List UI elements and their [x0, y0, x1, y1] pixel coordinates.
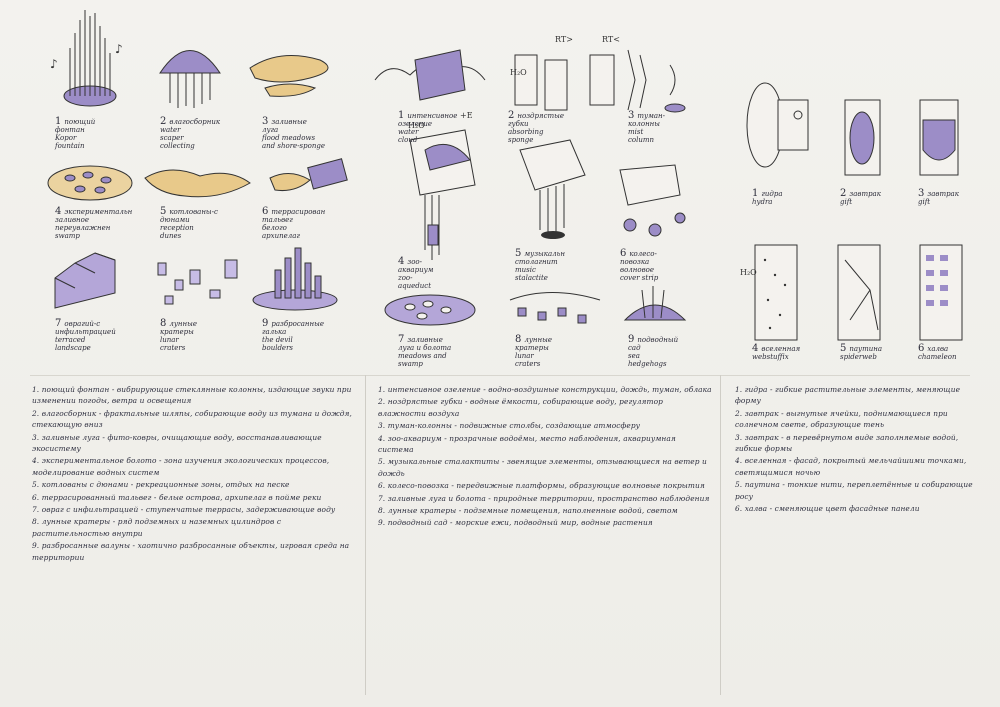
stairs-sketch [54, 252, 116, 309]
water-collector-sketch [159, 50, 221, 108]
note-line: 6. террасированный тальвег - белые остро… [32, 492, 322, 502]
note-line: 5. музыкальные сталактиты - звенящие эле… [378, 457, 707, 478]
gift-2-sketch [919, 99, 959, 176]
stalactite-sketch [519, 139, 586, 239]
note-line: 2. завтрак - выгнутые ячейки, поднимающи… [735, 408, 948, 430]
dunes-sketch [144, 169, 251, 198]
note-line: 5. паутина - тонкие нити, переплетённые … [735, 480, 973, 501]
note-line: 4. зоо-аквариум - прозрачные водоёмы, ме… [378, 433, 676, 455]
panel1-sketches: ♪♪ [47, 10, 348, 311]
column-divider-1 [365, 375, 366, 695]
note-line: 7. овраг с инфильтрацией - ступенчатые т… [32, 505, 336, 515]
note-line: 2. ноздрястые губки - водные ёмкости, со… [378, 397, 663, 418]
note-line: 2. влагосборник - фрактальные шляпы, соб… [32, 408, 352, 430]
section-divider [30, 375, 970, 376]
note-line: 3. завтрак - в перевёрнутом виде заполня… [735, 432, 959, 454]
terrace-sketch [269, 158, 348, 191]
notes-column-1: 1. поющий фонтан - вибрирующие стеклянны… [32, 384, 357, 564]
notes-column-3: 1. гидра - гибкие растительные элементы,… [735, 384, 975, 515]
note-line: 3. заливные луга - фито-ковры, очищающие… [32, 432, 322, 454]
mist-column-sketch [627, 49, 686, 113]
spiderweb-sketch [837, 244, 881, 341]
note-line: 7. заливные луга и болота - природные те… [378, 493, 710, 503]
swamp-disc-sketch [384, 294, 476, 326]
svg-text:H₂O: H₂O [408, 121, 425, 130]
svg-text:♪: ♪ [115, 42, 123, 56]
note-line: 3. туман-колонны - подвижные столбы, соз… [378, 421, 641, 431]
svg-text:+E: +E [460, 111, 473, 120]
flood-meadow-sketch [249, 55, 329, 97]
cloud-sketch [374, 49, 486, 101]
note-line: 4. вселенная - фасад, покрытый мельчайши… [735, 456, 967, 477]
svg-text:RT<: RT< [602, 35, 620, 44]
cart-sketch [619, 164, 686, 237]
note-line: 8. лунные кратеры - подземные помещения,… [378, 506, 678, 516]
panel2-sketches: RT> RT< H₂O H₂O +E [374, 35, 687, 326]
note-line: 9. разбросанные валуны - хаотично разбро… [32, 541, 350, 562]
lunar-craters-2-sketch [509, 292, 601, 324]
svg-text:RT>: RT> [555, 35, 573, 44]
note-line: 1. гидра - гибкие растительные элементы,… [735, 385, 961, 406]
note-line: 8. лунные кратеры - ряд подземных и назе… [32, 517, 282, 538]
svg-text:H₂O: H₂O [510, 68, 527, 77]
note-line: 6. халва - сменяющие цвет фасадные панел… [735, 504, 920, 514]
svg-text:♪: ♪ [50, 57, 58, 71]
fountain-sketch: ♪♪ [50, 10, 123, 107]
note-line: 4. экспериментальное болото - зона изуче… [32, 456, 330, 477]
aquarium-sketch: H₂O +E [408, 111, 476, 260]
gift-sketch [844, 99, 881, 176]
craters-sketch [157, 259, 238, 305]
hydra-sketch [746, 82, 809, 168]
note-line: 9. подводный сад - морские ежи, подводны… [378, 518, 653, 528]
note-line: 5. котлованы с дюнами - рекреационные зо… [32, 480, 290, 490]
chameleon-sketch [919, 244, 963, 341]
panel3-sketches: H₂O [740, 82, 963, 341]
sea-hedgehog-sketch [623, 286, 687, 321]
note-line: 1. интенсивное озеление - водно-воздушны… [378, 385, 712, 394]
sponge-sketch: RT> RT< H₂O [510, 35, 620, 111]
universe-sketch: H₂O [740, 244, 798, 341]
swamp-sketch [47, 165, 133, 201]
column-divider-2 [720, 375, 721, 695]
boulders-sketch [252, 247, 338, 311]
note-line: 6. колесо-повозка - передвижные платформ… [378, 481, 705, 491]
svg-text:H₂O: H₂O [740, 268, 757, 277]
notes-column-2: 1. интенсивное озеление - водно-воздушны… [378, 384, 713, 530]
note-line: 1. поющий фонтан - вибрирующие стеклянны… [32, 385, 352, 406]
